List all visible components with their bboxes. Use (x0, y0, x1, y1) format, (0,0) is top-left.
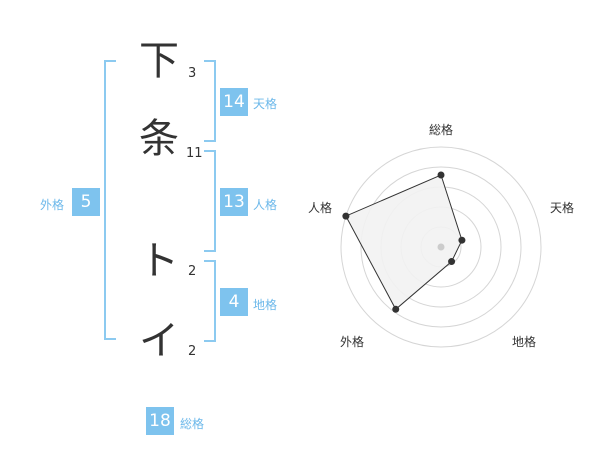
stroke-count-2: 11 (186, 146, 203, 161)
gaikaku-label: 外格 (40, 198, 65, 212)
name-char-1: 下 (139, 38, 179, 84)
radar-points (342, 171, 466, 313)
gaikaku-bracket (104, 60, 116, 340)
radar-label-gaikaku: 外格 (340, 334, 364, 349)
stroke-count-4: 2 (188, 344, 197, 359)
radar-point-2 (458, 236, 466, 244)
name-char-4: イ (139, 318, 179, 364)
radar-polygon (345, 174, 463, 311)
radar-ring (360, 166, 522, 328)
chikaku-label: 地格 (253, 298, 278, 312)
tenkaku-label: 天格 (253, 97, 278, 111)
tenkaku-value: 14 (220, 88, 248, 116)
jinkaku-bracket (204, 150, 216, 252)
name-char-2: 条 (139, 116, 179, 162)
soukaku-value: 18 (146, 407, 174, 435)
radar-label-soukaku: 総格 (429, 122, 453, 137)
kakusu-radar-chart: 総格 天格 地格 外格 人格 (308, 122, 574, 349)
radar-label-tenkaku: 天格 (550, 200, 574, 215)
radar-point-1 (437, 171, 445, 179)
jinkaku-label: 人格 (253, 198, 278, 212)
radar-point-4 (392, 305, 400, 313)
jinkaku-value: 13 (220, 188, 248, 216)
soukaku-label: 総格 (180, 417, 205, 431)
gaikaku-value: 5 (72, 188, 100, 216)
radar-point-3 (448, 258, 456, 266)
chikaku-value: 4 (220, 288, 248, 316)
chikaku-bracket (204, 260, 216, 342)
radar-ring (340, 146, 542, 348)
radar-label-chikaku: 地格 (512, 334, 536, 349)
stroke-count-3: 2 (188, 264, 197, 279)
radar-center-dot (437, 243, 445, 251)
radar-point-5 (342, 212, 350, 220)
tenkaku-bracket (204, 60, 216, 142)
name-char-3: ト (139, 238, 179, 284)
stroke-count-1: 3 (188, 66, 197, 81)
radar-label-jinkaku: 人格 (308, 200, 332, 215)
